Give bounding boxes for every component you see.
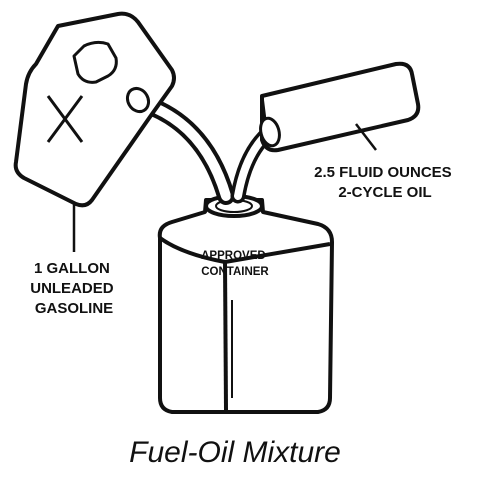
approved-container: [157, 194, 334, 414]
fuel-hoses: [136, 95, 280, 205]
container-label: APPROVED CONTAINER: [201, 250, 269, 278]
oil-bottle: [259, 61, 421, 153]
oil-label: 2.5 FLUID OUNCES 2-CYCLE OIL: [314, 164, 456, 201]
figure-caption: Fuel-Oil Mixture: [129, 436, 341, 469]
oil-label-line-1: 2.5 FLUID OUNCES: [314, 164, 452, 181]
gasoline-label-line-1: 1 GALLON: [34, 260, 110, 277]
oil-label-line-2: 2-CYCLE OIL: [338, 184, 431, 201]
gasoline-label-line-2: UNLEADED: [30, 280, 114, 297]
gasoline-label: 1 GALLON UNLEADED GASOLINE: [30, 260, 118, 317]
container-label-line-2: CONTAINER: [201, 266, 269, 278]
leader-lines: [72, 123, 377, 252]
container-label-line-1: APPROVED: [201, 250, 266, 262]
gasoline-label-line-3: GASOLINE: [35, 300, 113, 317]
gasoline-can: [13, 11, 176, 208]
